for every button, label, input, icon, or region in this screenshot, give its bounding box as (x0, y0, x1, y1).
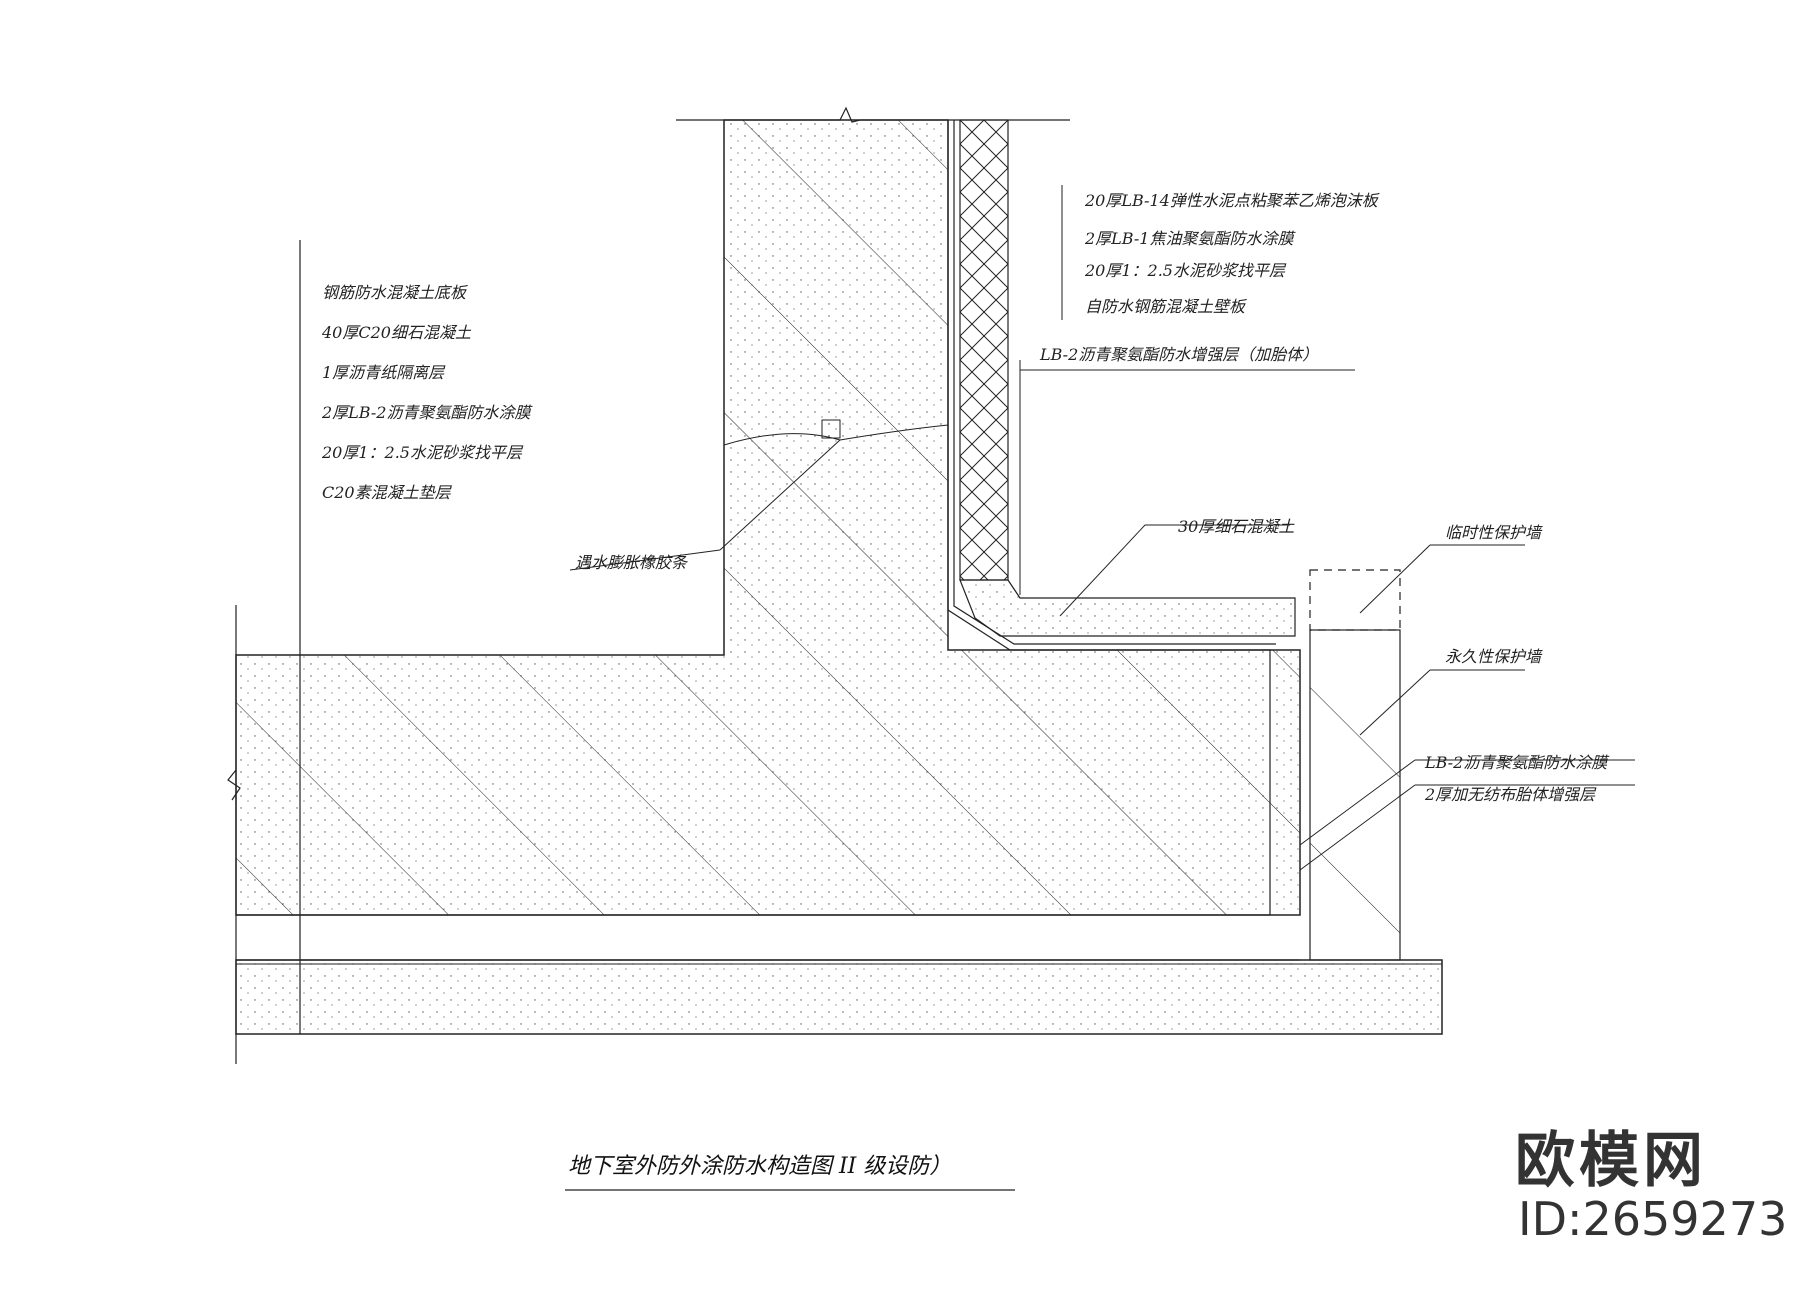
label-leveling-layer: 20厚1：2.5水泥砂浆找平层 (322, 443, 522, 462)
rubber-strip (821, 419, 841, 439)
leader-lines (569, 185, 1635, 871)
label-waterproof-coating: 2厚LB-2沥青聚氨酯防水涂膜 (322, 403, 531, 422)
label-wall-panel: 自防水钢筋混凝土壁板 (1085, 297, 1246, 316)
temporary-wall (1309, 569, 1401, 631)
label-temporary-wall: 临时性保护墙 (1445, 523, 1542, 542)
permanent-wall (1309, 629, 1401, 961)
label-coating-membrane: LB-2沥青聚氨酯防水涂膜 (1425, 753, 1608, 772)
foam-board (959, 119, 1009, 581)
watermark-logo: 欧模网 (1515, 1126, 1707, 1196)
watermark-id: ID:2659273 (1518, 1192, 1788, 1246)
label-rubber-strip: 遇水膨胀橡胶条 (575, 553, 688, 572)
ground-line (227, 106, 1070, 1064)
label-floor-slab: 钢筋防水混凝土底板 (322, 283, 467, 302)
label-nonwoven-layer: 2厚加无纺布胎体增强层 (1425, 785, 1596, 804)
label-mortar-layer: 20厚1：2.5水泥砂浆找平层 (1085, 261, 1285, 280)
label-isolation-layer: 1厚沥青纸隔离层 (322, 363, 445, 382)
label-reinforcement-layer: LB-2沥青聚氨酯防水增强层（加胎体） (1040, 345, 1319, 364)
fine-concrete-layer (959, 579, 1296, 637)
label-cushion-layer: C20素混凝土垫层 (322, 483, 451, 502)
label-permanent-wall: 永久性保护墙 (1445, 647, 1542, 666)
label-foam-board: 20厚LB-14弹性水泥点粘聚苯乙烯泡沫板 (1085, 191, 1378, 210)
label-fine-stone-concrete: 40厚C20细石混凝土 (322, 323, 471, 342)
drawing-title: 地下室外防外涂防水构造图 II 级设防） (568, 1154, 952, 1179)
label-fine-concrete: 30厚细石混凝土 (1178, 517, 1295, 536)
label-tar-coating: 2厚LB-1焦油聚氨酯防水涂膜 (1085, 229, 1294, 248)
cushion-layer (235, 959, 1443, 1035)
